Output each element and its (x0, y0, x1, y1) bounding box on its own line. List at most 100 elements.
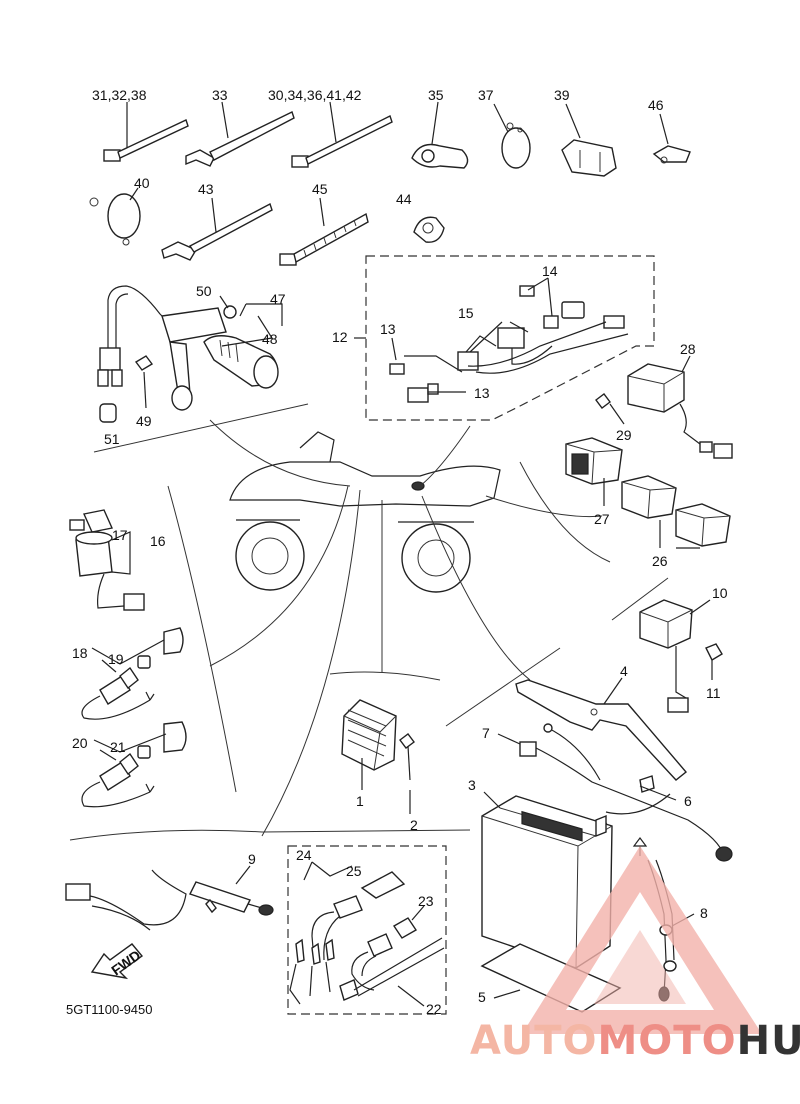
part-cdi-unit-26a (621, 475, 677, 519)
part-holder-39 (561, 103, 617, 177)
fwd-arrow-icon: FWD (90, 943, 143, 980)
leader-curve-i (421, 495, 531, 681)
leader-curve-g (261, 489, 361, 837)
leader-curve-j (445, 647, 561, 727)
callout-33: 33 (212, 87, 228, 103)
callout-11: 11 (706, 685, 721, 701)
callout-23: 23 (418, 893, 434, 909)
harness-box-outline (365, 255, 655, 421)
callout-14: 14 (542, 263, 558, 279)
part-cable-tie-31 (103, 102, 189, 162)
leader-22 (397, 985, 425, 1007)
watermark-text: AUTOMOTOHUB (470, 1018, 800, 1064)
part-grommet-37 (493, 103, 531, 169)
part-cable-6 (603, 775, 677, 861)
part-cable-7 (497, 723, 733, 862)
callout-9: 9 (248, 851, 256, 867)
watermark-part-auto: AUTO (470, 1018, 598, 1064)
part-starter-relay-10 (639, 599, 723, 713)
callout-48: 48 (262, 331, 278, 347)
callout-4: 4 (620, 663, 628, 679)
callout-50: 50 (196, 283, 212, 299)
callout-44: 44 (396, 191, 412, 207)
region-divider-bottom (69, 829, 471, 841)
callout-26: 26 (652, 553, 668, 569)
callout-2: 2 (410, 817, 418, 833)
callout-3: 3 (468, 777, 476, 793)
callout-51: 51 (104, 431, 120, 447)
part-light-assembly-18 (81, 627, 184, 720)
callout-24: 24 (296, 847, 312, 863)
part-lead-24-25 (289, 861, 406, 1005)
part-cdi-unit-27 (565, 437, 623, 506)
leader-curve-f (209, 485, 349, 667)
callout-15: 15 (458, 305, 474, 321)
watermark-logo (522, 846, 762, 1034)
callout-30-34-36-41-42: 30,34,36,41,42 (268, 87, 362, 103)
callout-39: 39 (554, 87, 570, 103)
diagram-code: 5GT1100-9450 (66, 1002, 153, 1017)
callout-13-top: 13 (380, 321, 396, 337)
part-handlebar-switch-47 (97, 285, 283, 423)
part-cdi-unit-26b (659, 503, 731, 549)
part-harness-12 (354, 277, 629, 403)
region-divider-top (93, 403, 309, 453)
callout-10: 10 (712, 585, 728, 601)
part-battery-3 (481, 791, 613, 969)
callout-21: 21 (110, 739, 126, 755)
watermark-triangle-icon (522, 846, 762, 1034)
callout-16: 16 (150, 533, 166, 549)
part-cable-tie-45 (279, 197, 369, 266)
part-main-switch-17 (69, 509, 145, 611)
callout-7: 7 (482, 725, 490, 741)
callout-18: 18 (72, 645, 88, 661)
watermark-part-moto: MOTO (598, 1018, 737, 1064)
part-cable-tie-33 (185, 101, 295, 167)
leads-box-outline (287, 845, 447, 1015)
callout-5: 5 (478, 989, 486, 1005)
callout-13-bottom: 13 (474, 385, 490, 401)
callout-6: 6 (684, 793, 692, 809)
callout-1: 1 (356, 793, 364, 809)
callout-49: 49 (136, 413, 152, 429)
watermark-part-hub: HUB (737, 1018, 800, 1064)
part-rectifier-1 (341, 699, 415, 814)
callout-43: 43 (198, 181, 214, 197)
region-divider-right (611, 577, 669, 621)
callout-37: 37 (478, 87, 494, 103)
leader-curve-b (419, 425, 471, 487)
part-relay-28 (595, 355, 733, 459)
leader-curve-a (209, 419, 351, 487)
callout-17: 17 (112, 527, 128, 543)
part-cable-tie-30 (291, 101, 393, 168)
leader-curve-d (485, 495, 603, 518)
callout-47: 47 (270, 291, 286, 307)
callout-20: 20 (72, 735, 88, 751)
part-light-assembly-20 (81, 721, 187, 808)
part-cable-tie-43 (161, 197, 273, 261)
region-divider-center (329, 671, 441, 681)
callout-22: 22 (426, 1001, 442, 1017)
part-clip-46 (652, 113, 691, 164)
callout-8: 8 (700, 905, 708, 921)
callout-40: 40 (134, 175, 150, 191)
callout-35: 35 (428, 87, 444, 103)
callout-19: 19 (108, 651, 124, 667)
callout-31-32-38: 31,32,38 (92, 87, 147, 103)
part-lead-wire-9 (65, 865, 274, 931)
callout-45: 45 (312, 181, 328, 197)
callout-12: 12 (332, 329, 348, 345)
part-battery-band-4 (515, 677, 688, 781)
leader-curve-e (167, 485, 237, 793)
part-clip-44 (413, 216, 445, 243)
callout-28: 28 (680, 341, 696, 357)
part-clamp-35 (411, 101, 469, 169)
callout-25: 25 (346, 863, 362, 879)
callout-27: 27 (594, 511, 610, 527)
leader-curve-c (519, 461, 611, 563)
atv-silhouette (229, 431, 501, 593)
callout-46: 46 (648, 97, 664, 113)
part-connector-23 (339, 905, 445, 1001)
